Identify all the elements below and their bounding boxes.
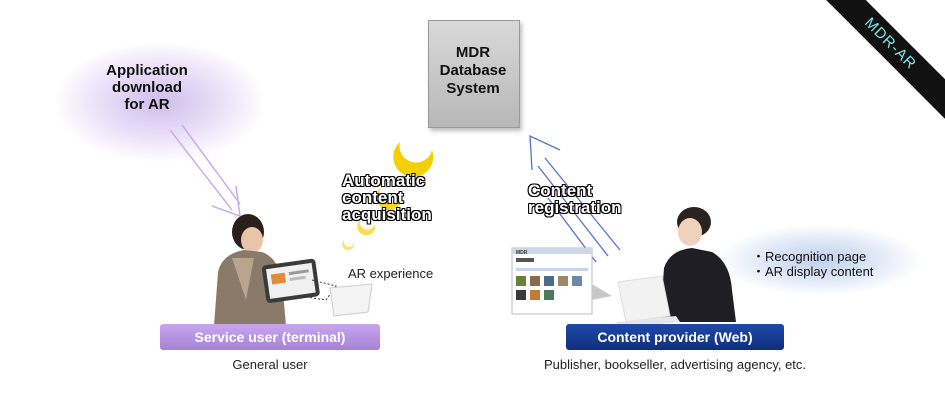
content-provider-sub: Publisher, bookseller, advertising agenc…: [543, 357, 807, 372]
app-download-glow: [55, 42, 265, 162]
service-user-label: Service user (terminal): [160, 324, 380, 350]
mdr-database-box: [428, 20, 520, 128]
download-arrow: [169, 124, 241, 218]
app-download-label: Application download for AR: [106, 62, 188, 113]
content-registration-label: Content registration: [528, 181, 622, 217]
service-user-illustration: [214, 214, 373, 326]
service-user-sub: General user: [232, 357, 308, 372]
ar-experience-label: AR experience: [348, 266, 434, 281]
screen-logo: MDR: [516, 250, 528, 256]
content-provider-illustration: [511, 207, 736, 328]
mdr-database-label: MDR Database System: [439, 44, 507, 97]
content-provider-label: Content provider (Web): [566, 324, 784, 350]
provider-item: AR display content: [752, 264, 873, 279]
moon-icons: [342, 142, 434, 251]
provider-item: Recognition page: [752, 249, 873, 264]
automatic-acquisition-label: Automatic content acquisition: [342, 171, 432, 224]
provider-items: Recognition page AR display content: [752, 249, 873, 279]
